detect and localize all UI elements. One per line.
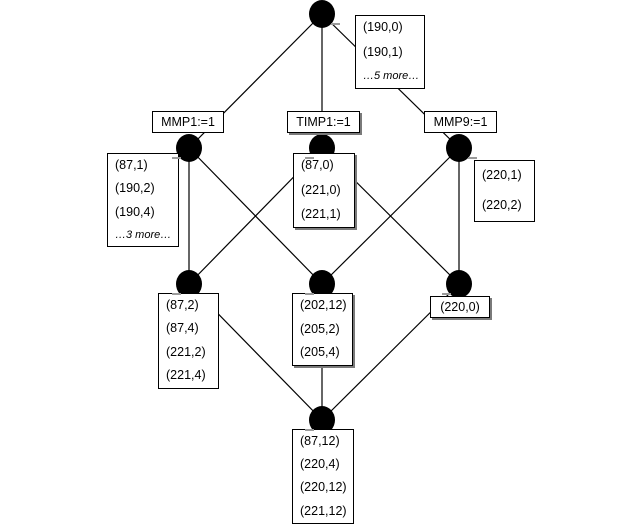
state-entry: (205,4): [300, 345, 340, 360]
state-entry: (87,4): [166, 321, 199, 336]
state-box-right-lower[interactable]: (220,0): [430, 296, 490, 318]
transition-label-mmp1[interactable]: MMP1:=1: [152, 111, 224, 133]
edge-mmp9-to-center-lower: [321, 147, 460, 285]
box-connector-tick: [468, 157, 477, 159]
box-connector-tick: [172, 157, 181, 159]
state-entry: (220,12): [300, 480, 347, 495]
state-box-timp1[interactable]: (87,0) (221,0) (221,1): [293, 153, 355, 228]
state-entry: (221,1): [301, 206, 341, 221]
state-entry: (190,1): [363, 44, 403, 59]
state-box-mmp1[interactable]: (87,1) (190,2) (190,4) …3 more…: [107, 153, 179, 247]
state-entry: (221,0): [301, 182, 341, 197]
state-entry: (87,12): [300, 433, 340, 448]
state-box-bottom[interactable]: (87,12) (220,4) (220,12) (221,12): [292, 429, 354, 524]
box-connector-tick: [331, 23, 340, 25]
node-mmp9[interactable]: [446, 134, 472, 162]
state-more-indicator: …5 more…: [363, 70, 420, 83]
state-box-left-lower[interactable]: (87,2) (87,4) (221,2) (221,4): [158, 293, 219, 389]
state-entry: (190,4): [115, 204, 155, 219]
box-connector-tick: [305, 293, 314, 295]
state-entry: (87,1): [115, 157, 148, 172]
transition-label-mmp9[interactable]: MMP9:=1: [424, 111, 497, 133]
transition-label-timp1[interactable]: TIMP1:=1: [287, 111, 360, 133]
state-box-center-lower[interactable]: (202,12) (205,2) (205,4): [292, 293, 353, 366]
box-connector-tick: [442, 293, 451, 295]
state-entry: (221,12): [300, 503, 347, 518]
box-connector-tick: [305, 429, 314, 431]
state-entry: (220,1): [482, 168, 522, 183]
state-entry: (87,0): [301, 158, 334, 173]
state-box-mmp9[interactable]: (220,1) (220,2): [474, 160, 535, 222]
state-entry: (202,12): [300, 297, 347, 312]
state-entry: (205,2): [300, 321, 340, 336]
state-entry: (220,0): [440, 300, 480, 314]
state-box-top[interactable]: (190,0) (190,1) …5 more…: [355, 15, 425, 89]
transition-label-text: MMP9:=1: [433, 115, 488, 129]
transition-label-text: MMP1:=1: [161, 115, 215, 129]
state-more-indicator: …3 more…: [115, 229, 172, 242]
state-entry: (220,2): [482, 198, 522, 213]
state-entry: (221,4): [166, 368, 206, 383]
state-entry: (221,2): [166, 344, 206, 359]
state-entry: (87,2): [166, 297, 199, 312]
box-connector-tick: [305, 157, 314, 159]
state-entry: (220,4): [300, 457, 340, 471]
state-entry: (190,0): [363, 20, 403, 35]
transition-label-text: TIMP1:=1: [296, 115, 351, 129]
state-entry: (190,2): [115, 181, 155, 196]
node-top[interactable]: [309, 0, 335, 28]
box-connector-tick: [172, 293, 181, 295]
